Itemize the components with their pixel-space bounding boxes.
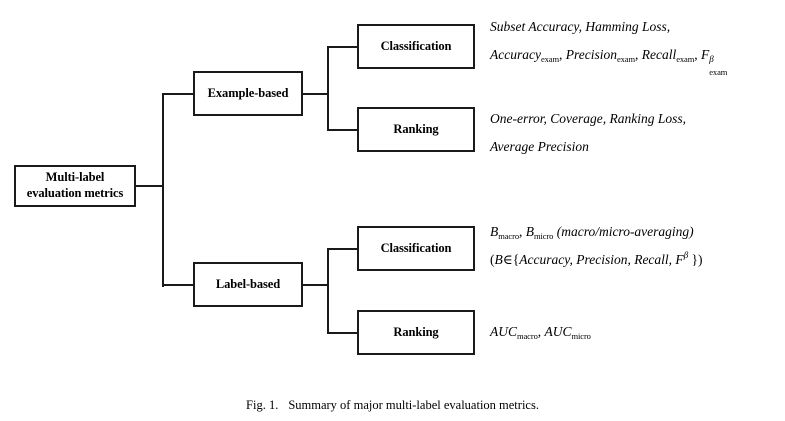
node-root-multi-label-evaluation-metrics: Multi-label evaluation metrics (14, 165, 136, 207)
metric-set-brace-open: { (512, 252, 520, 267)
node-label-classification-label: Classification (380, 240, 452, 255)
node-label-ranking: Ranking (357, 310, 475, 355)
metric-averaging-note: (macro/micro-averaging) (553, 224, 694, 239)
connector-subtrunk-to-example-classification (327, 46, 359, 48)
metric-recall-exam-sub: exam (676, 54, 695, 64)
connector-lower-subtrunk (327, 248, 329, 334)
metrics-label-ranking-line1: AUCmacro, AUCmicro (490, 318, 591, 346)
metric-b-sep: , (519, 224, 526, 239)
metrics-example-classification-line1: Subset Accuracy, Hamming Loss, (490, 19, 671, 34)
metric-b-macro-sub: macro (498, 231, 519, 241)
metric-sep-3: , (694, 47, 701, 62)
metric-sep-2: , (635, 47, 642, 62)
connector-main-trunk (162, 93, 164, 287)
metric-recall-exam: Recall (641, 47, 677, 62)
node-label-based-label: Label-based (215, 276, 281, 291)
metrics-label-classification-line2: (B∈{Accuracy, Precision, Recall, Fβ }) (490, 246, 703, 274)
node-example-based: Example-based (193, 71, 303, 116)
node-label-classification: Classification (357, 226, 475, 271)
connector-subtrunk-to-label-ranking (327, 332, 359, 334)
metric-b-micro: B (525, 224, 534, 239)
metric-b-macro: B (490, 224, 499, 239)
connector-subtrunk-to-example-ranking (327, 129, 359, 131)
metric-f-exam-superscript-beta: β (709, 54, 714, 64)
connector-label-based-to-subtrunk (303, 284, 329, 286)
connector-trunk-to-label-based (162, 284, 195, 286)
root-label-line2: evaluation metrics (26, 186, 124, 200)
metric-auc-sep: , (537, 324, 545, 339)
connector-example-based-to-subtrunk (303, 93, 329, 95)
metrics-label-classification: Bmacro, Bmicro (macro/micro-averaging) (… (490, 218, 703, 274)
metric-accuracy-exam-sub: exam (540, 54, 559, 64)
metrics-example-ranking-line1: One-error, Coverage, Ranking Loss, (490, 111, 686, 126)
node-example-ranking-label: Ranking (393, 121, 439, 136)
metric-precision-exam: Precision (565, 47, 617, 62)
metrics-example-classification-line2: Accuracyexam, Precisionexam, Recallexam,… (490, 41, 727, 77)
root-label-line1: Multi-label (45, 170, 105, 185)
metric-f-exam-subscript: exam (709, 67, 728, 77)
metrics-label-ranking: AUCmacro, AUCmicro (490, 318, 591, 346)
metric-set-f-superscript-beta: β (683, 250, 689, 260)
figure-caption: Fig. 1. Summary of major multi-label eval… (0, 398, 785, 413)
metrics-example-classification: Subset Accuracy, Hamming Loss, Accuracye… (490, 13, 727, 77)
connector-root-to-trunk (136, 185, 164, 187)
metrics-example-ranking: One-error, Coverage, Ranking Loss, Avera… (490, 105, 686, 161)
node-label-based: Label-based (193, 262, 303, 307)
node-example-ranking: Ranking (357, 107, 475, 152)
metric-b-micro-sub: micro (534, 231, 554, 241)
metrics-example-ranking-line2: Average Precision (490, 139, 589, 154)
metric-auc-macro-sub: macro (517, 331, 538, 341)
metric-set-contents: Accuracy, Precision, Recall, F (519, 252, 684, 267)
metric-set-member-icon: ∈ (502, 252, 513, 267)
metric-auc-micro: AUC (544, 324, 572, 339)
metrics-label-classification-line1: Bmacro, Bmicro (macro/micro-averaging) (490, 218, 703, 246)
metric-set-variable-b: B (494, 252, 503, 267)
metric-accuracy-exam: Accuracy (490, 47, 541, 62)
connector-upper-subtrunk (327, 46, 329, 131)
metric-precision-exam-sub: exam (616, 54, 635, 64)
connector-trunk-to-example-based (162, 93, 195, 95)
metric-sep-1: , (558, 47, 566, 62)
metric-set-open-paren: ( (490, 252, 495, 267)
figure-caption-text: Summary of major multi-label evaluation … (288, 398, 539, 412)
figure-caption-label: Fig. 1. (246, 398, 279, 412)
node-label-ranking-label: Ranking (393, 324, 439, 339)
metric-auc-macro: AUC (490, 324, 517, 339)
metric-auc-micro-sub: micro (571, 331, 591, 341)
metric-set-brace-close: }) (688, 252, 703, 267)
node-example-classification-label: Classification (380, 38, 452, 53)
node-example-classification: Classification (357, 24, 475, 69)
connector-subtrunk-to-label-classification (327, 248, 359, 250)
metric-f-exam: F (701, 47, 710, 62)
node-example-based-label: Example-based (207, 85, 289, 100)
